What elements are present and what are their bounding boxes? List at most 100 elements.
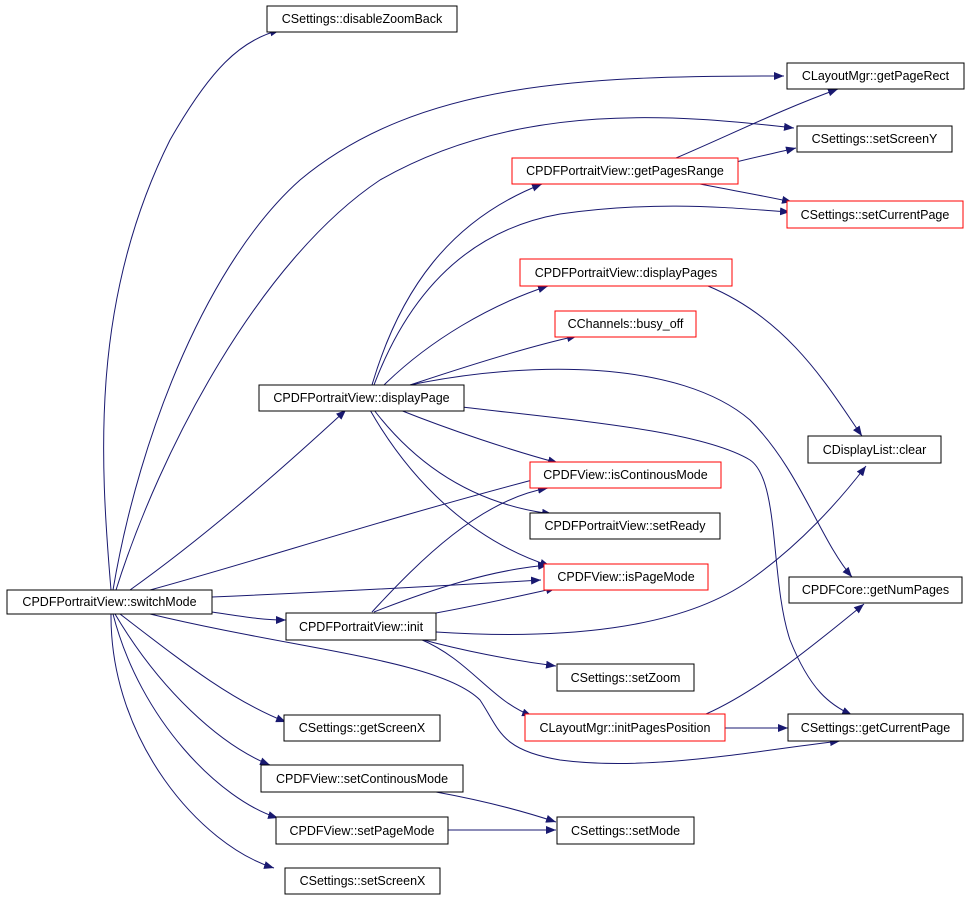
edge-display-page-to-get-pages-range (371, 183, 543, 386)
node-box (529, 512, 721, 540)
node-label: CPDFPortraitView::displayPages (535, 266, 717, 280)
node-box (796, 125, 953, 153)
edge-switch-mode-to-display-page (129, 409, 347, 591)
edge-display-page-to-display-pages (383, 285, 549, 386)
edge-display-page-to-get-current-page (461, 406, 853, 716)
node-box (529, 461, 722, 489)
node-box (519, 258, 733, 287)
node-box (275, 816, 449, 845)
node-switch-mode[interactable]: CPDFPortraitView::switchMode (6, 589, 213, 615)
node-label: CLayoutMgr::getPageRect (802, 69, 950, 83)
edge-display-pages-to-display-list-clear (707, 285, 863, 437)
node-box (543, 563, 709, 591)
edge-switch-mode-to-disable-zoom-back (103, 28, 281, 591)
node-label: CPDFPortraitView::switchMode (22, 595, 196, 609)
node-box (511, 157, 739, 185)
node-box (524, 713, 726, 742)
node-set-screen-x[interactable]: CSettings::setScreenX (284, 867, 441, 895)
node-box (554, 310, 697, 338)
node-init[interactable]: CPDFPortraitView::init (285, 612, 437, 641)
edge-init-to-display-list-clear (435, 465, 867, 635)
edge-display-page-to-set-current-page (373, 205, 791, 386)
edge-switch-mode-to-get-page-rect (112, 72, 785, 591)
node-label: CSettings::setScreenY (812, 132, 938, 146)
node-display-list-clear[interactable]: CDisplayList::clear (807, 435, 942, 464)
node-busy-off[interactable]: CChannels::busy_off (554, 310, 697, 338)
edge-layer (103, 28, 867, 869)
node-label: CDisplayList::clear (823, 443, 927, 457)
node-label: CPDFPortraitView::setReady (545, 519, 707, 533)
node-label: CLayoutMgr::initPagesPosition (540, 721, 711, 735)
node-set-continous-mode[interactable]: CPDFView::setContinousMode (260, 764, 464, 793)
node-label: CPDFPortraitView::getPagesRange (526, 164, 724, 178)
node-display-page[interactable]: CPDFPortraitView::displayPage (258, 384, 465, 412)
node-box (788, 576, 963, 604)
edge-display-page-to-is-continous-mode (399, 409, 559, 465)
edge-set-continous-mode-to-set-mode (435, 791, 557, 823)
node-layer: CPDFPortraitView::switchMode CSettings::… (6, 5, 965, 895)
node-is-page-mode[interactable]: CPDFView::isPageMode (543, 563, 709, 591)
node-box (283, 714, 441, 742)
edge-get-pages-range-to-set-screen-y (735, 146, 797, 163)
node-get-pages-range[interactable]: CPDFPortraitView::getPagesRange (511, 157, 739, 185)
node-set-screen-y[interactable]: CSettings::setScreenY (796, 125, 953, 153)
node-label: CSettings::setCurrentPage (801, 208, 950, 222)
edge-init-pages-position-to-get-num-pages (705, 603, 865, 715)
edge-get-pages-range-to-set-current-page (699, 183, 793, 204)
node-box (260, 764, 464, 793)
edge-switch-mode-to-set-screen-x (110, 613, 275, 869)
edge-switch-mode-to-set-continous-mode (114, 613, 271, 766)
edge-init-to-set-zoom (419, 638, 557, 669)
edge-switch-mode-to-init (211, 611, 287, 624)
node-box (786, 200, 964, 229)
node-get-page-rect[interactable]: CLayoutMgr::getPageRect (786, 62, 965, 90)
node-label: CPDFView::setPageMode (290, 824, 435, 838)
node-label: CPDFView::isPageMode (557, 570, 694, 584)
node-label: CSettings::getCurrentPage (801, 721, 950, 735)
edge-display-page-to-is-page-mode (369, 409, 551, 567)
edge-display-page-to-get-num-pages (409, 368, 853, 578)
node-box (285, 612, 437, 641)
node-label: CSettings::getScreenX (299, 721, 426, 735)
edge-switch-mode-to-set-screen-y (115, 117, 795, 591)
node-box (258, 384, 465, 412)
edge-switch-mode-to-is-continous-mode (149, 476, 541, 591)
edge-display-page-to-busy-off (409, 334, 578, 386)
node-box (787, 713, 964, 742)
node-set-current-page[interactable]: CSettings::setCurrentPage (786, 200, 964, 229)
edge-switch-mode-to-get-screen-x (119, 613, 287, 723)
node-init-pages-position[interactable]: CLayoutMgr::initPagesPosition (524, 713, 726, 742)
node-is-continous-mode[interactable]: CPDFView::isContinousMode (529, 461, 722, 489)
node-label: CPDFPortraitView::displayPage (273, 391, 449, 405)
node-label: CPDFView::isContinousMode (543, 468, 707, 482)
node-label: CChannels::busy_off (568, 317, 684, 331)
node-box (556, 663, 695, 692)
edge-switch-mode-to-get-current-page (149, 613, 841, 764)
node-display-pages[interactable]: CPDFPortraitView::displayPages (519, 258, 733, 287)
node-disable-zoom-back[interactable]: CSettings::disableZoomBack (266, 5, 458, 33)
node-box (786, 62, 965, 90)
node-label: CSettings::setZoom (571, 671, 681, 685)
node-set-page-mode[interactable]: CPDFView::setPageMode (275, 816, 449, 845)
node-label: CPDFView::setContinousMode (276, 772, 448, 786)
node-label: CPDFPortraitView::init (299, 620, 424, 634)
node-label: CSettings::setMode (571, 824, 680, 838)
node-box (556, 816, 695, 845)
node-box (284, 867, 441, 895)
edge-init-to-init-pages-position (419, 638, 533, 717)
node-box (6, 589, 213, 615)
node-get-num-pages[interactable]: CPDFCore::getNumPages (788, 576, 963, 604)
edge-get-pages-range-to-get-page-rect (675, 88, 839, 159)
edge-init-to-is-page-mode (373, 561, 549, 613)
node-get-current-page[interactable]: CSettings::getCurrentPage (787, 713, 964, 742)
edge-init-to-is-page-mode-lower (435, 586, 557, 614)
node-set-mode[interactable]: CSettings::setMode (556, 816, 695, 845)
node-label: CSettings::setScreenX (300, 874, 426, 888)
node-set-ready[interactable]: CPDFPortraitView::setReady (529, 512, 721, 540)
edge-init-to-is-continous-mode (371, 485, 549, 613)
node-set-zoom[interactable]: CSettings::setZoom (556, 663, 695, 692)
node-box (266, 5, 458, 33)
node-get-screen-x[interactable]: CSettings::getScreenX (283, 714, 441, 742)
edge-switch-mode-to-set-page-mode (112, 613, 279, 819)
